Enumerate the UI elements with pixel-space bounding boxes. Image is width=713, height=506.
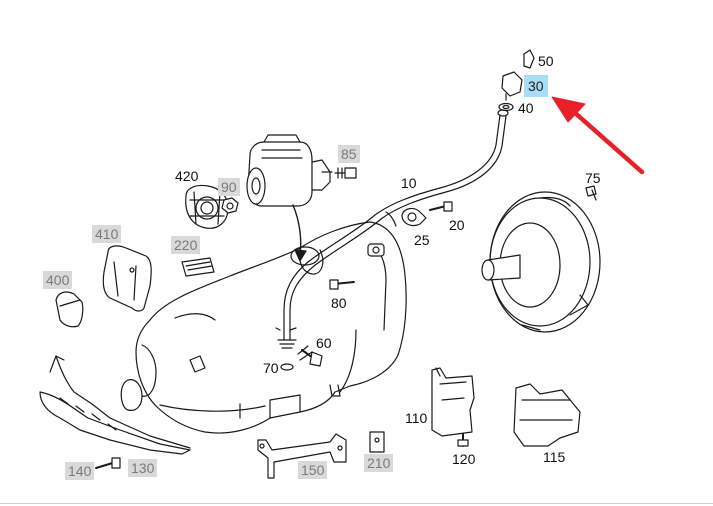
part-label-25: 25 (414, 232, 430, 248)
shield-130-drawing (39, 355, 191, 455)
clip-210-drawing (369, 431, 385, 453)
torque-converter-drawing (481, 191, 601, 333)
part-label-110: 110 (405, 410, 428, 426)
part-label-130: 130 (128, 459, 158, 477)
bolt-140-drawing (95, 457, 121, 469)
bolt-80-drawing (329, 279, 355, 290)
part-label-50: 50 (538, 53, 554, 69)
part-label-90: 90 (218, 178, 240, 196)
bolt-85-drawing (334, 167, 357, 179)
part-label-70: 70 (263, 360, 279, 376)
part-label-220: 220 (171, 236, 201, 254)
part-50-drawing (523, 49, 535, 69)
part-label-115: 115 (543, 449, 566, 465)
part-label-150: 150 (298, 461, 328, 479)
part-label-30[interactable]: 30 (524, 75, 548, 97)
part-label-75: 75 (585, 170, 601, 186)
cover-410-drawing (102, 245, 152, 312)
part-label-410: 410 (92, 225, 122, 243)
nut-90-drawing (221, 197, 239, 214)
part-label-85: 85 (338, 145, 360, 163)
part-label-420: 420 (175, 168, 199, 184)
bolt-60-drawing (297, 345, 323, 367)
shield-110-drawing (431, 367, 475, 437)
part-label-120: 120 (452, 451, 476, 467)
bottom-divider (0, 503, 713, 504)
bracket-150-drawing (257, 433, 347, 479)
cover-115-drawing (513, 383, 581, 447)
red-pointer-arrow (551, 96, 645, 175)
transmission-housing (120, 221, 407, 434)
assembly-arrow (292, 204, 307, 262)
bolt-20-drawing (429, 201, 453, 212)
part-label-140: 140 (65, 462, 95, 480)
washer-70-drawing (280, 363, 294, 371)
clamp-25-drawing (385, 207, 427, 227)
part-label-80: 80 (331, 295, 347, 311)
part-label-400: 400 (43, 271, 73, 289)
part-label-10: 10 (401, 175, 417, 191)
part-label-210: 210 (364, 454, 394, 472)
part-30-drawing (501, 71, 523, 101)
bolt-75-drawing (585, 185, 597, 201)
part-label-60: 60 (316, 335, 332, 351)
cover-400-drawing (55, 291, 84, 328)
starter-motor (246, 134, 333, 207)
pad-220-drawing (181, 257, 215, 277)
part-label-20: 20 (449, 217, 465, 233)
part-label-40: 40 (518, 100, 534, 116)
part-40-drawing (498, 102, 514, 112)
bolt-120-drawing (457, 433, 469, 447)
